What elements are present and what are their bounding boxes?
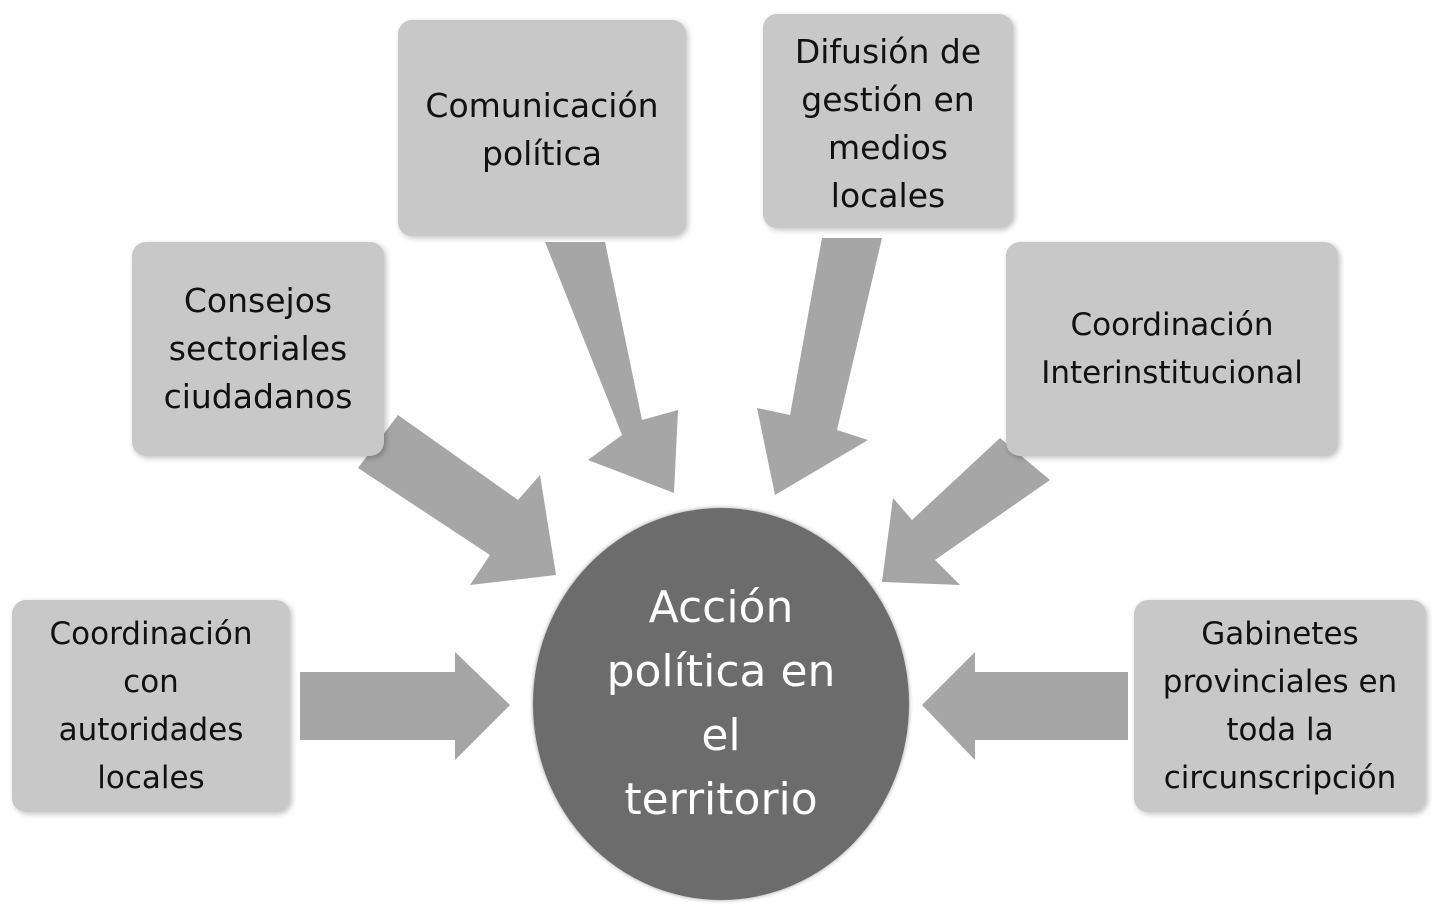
node-difusion-gestion: Difusión de gestión en medios locales [763,14,1013,228]
node-consejos-sectoriales: Consejos sectoriales ciudadanos [132,242,384,456]
node-coordinacion-autoridades: Coordinación con autoridades locales [12,600,290,812]
center-label: Acción política en el territorio [607,576,836,832]
node-line: con [123,664,179,700]
node-line: sectoriales [168,329,348,368]
node-line: circunscripción [1163,760,1397,796]
node-line: Consejos [183,281,333,320]
node-coordinacion-interinstitucional: Coordinación Interinstitucional [1006,242,1338,456]
node-line: Interinstitucional [1041,355,1303,391]
node-line: Gabinetes [1201,616,1359,652]
node-line: Difusión de [794,32,982,71]
node-line: autoridades [58,712,244,748]
node-line: Coordinación [1070,307,1274,343]
node-line: Comunicación [425,86,659,125]
center-line: política en [606,646,836,697]
arrow-gabinetes [922,652,1128,760]
node-line: gestión en [801,80,975,119]
arrow-consejos [358,415,556,585]
arrow-coordinacion-inter [882,438,1050,585]
node-line: toda la [1226,712,1334,748]
center-circle: Acción política en el territorio [533,508,909,900]
node-line: ciudadanos [163,377,353,416]
node-line: política [482,134,602,173]
arrow-difusion [757,238,882,495]
arrow-coordinacion-local [300,652,510,760]
node-line: locales [830,176,946,215]
node-gabinetes-provinciales: Gabinetes provinciales en toda la circun… [1134,600,1426,812]
center-line: el [701,710,741,761]
node-line: locales [97,760,205,796]
center-line: Acción [648,582,794,633]
node-line: medios [828,128,948,167]
node-line: Coordinación [49,616,253,652]
center-line: territorio [624,774,818,825]
arrow-comunicacion [545,242,678,493]
node-comunicacion-politica: Comunicación política [398,20,686,236]
node-line: provinciales en [1162,664,1398,700]
